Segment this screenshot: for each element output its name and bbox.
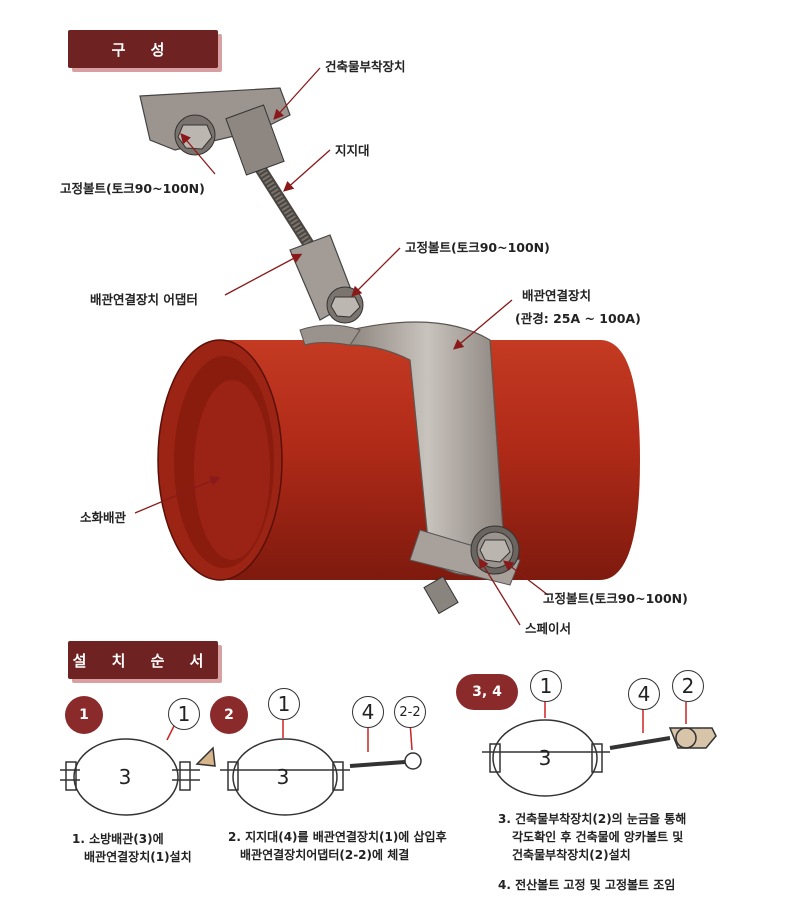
leader-lines	[134, 67, 549, 626]
d1-pipe-number: 3	[118, 765, 132, 789]
d2-adapter-number: 2-2	[394, 696, 426, 728]
d2-pipe-number: 3	[276, 765, 290, 789]
fire-pipe	[157, 339, 640, 581]
d2-rod-number: 4	[352, 696, 384, 728]
step-34-badge: 3, 4	[456, 674, 518, 710]
d2-ring-number: 1	[268, 688, 300, 720]
install-diagram-3	[482, 700, 717, 797]
step-1-badge: 1	[65, 696, 103, 734]
d3-ring-number: 1	[530, 670, 562, 702]
label-support-rod: 지지대	[335, 143, 370, 158]
step-4-text: 4. 전산볼트 고정 및 고정볼트 조임	[498, 876, 675, 894]
step-1-text: 1. 소방배관(3)에 배관연결장치(1)설치	[72, 830, 192, 866]
label-pipe-size: (관경: 25A ~ 100A)	[515, 311, 641, 326]
step-3-line-2: 각도확인 후 건축물에 앙카볼트 및	[512, 830, 684, 844]
step-3-text: 3. 건축물부착장치(2)의 눈금을 통해 각도확인 후 건축물에 앙카볼트 및…	[498, 810, 686, 864]
building-mount	[139, 87, 291, 176]
d3-pipe-number: 3	[538, 746, 552, 770]
d1-ring-number: 1	[168, 698, 200, 730]
label-fire-pipe: 소화배관	[80, 510, 127, 525]
install-section-tab: 설 치 순 서	[68, 641, 218, 679]
composition-title: 구 성	[111, 40, 175, 59]
label-adapter: 배관연결장치 어댑터	[90, 292, 198, 307]
step-2-line-2: 배관연결장치어댑터(2-2)에 체결	[240, 848, 410, 862]
step-4-line-1: 4. 전산볼트 고정 및 고정볼트 조임	[498, 878, 676, 892]
step-2-badge: 2	[210, 696, 248, 734]
install-title: 설 치 순 서	[72, 651, 214, 670]
step-1-line-2: 배관연결장치(1)설치	[84, 850, 192, 864]
step-34-badge-text: 3, 4	[472, 684, 502, 700]
install-diagram-2	[220, 716, 422, 816]
step-1-badge-text: 1	[79, 707, 89, 723]
label-fix-bolt-top: 고정볼트(토크90~100N)	[60, 181, 205, 196]
step-2-text: 2. 지지대(4)를 배관연결장치(1)에 삽입후 배관연결장치어댑터(2-2)…	[228, 828, 447, 864]
label-fix-bolt-mid: 고정볼트(토크90~100N)	[405, 240, 550, 255]
step-1-line-1: 1. 소방배관(3)에	[72, 832, 164, 846]
d3-mount-number: 2	[672, 670, 704, 702]
step-2-line-1: 2. 지지대(4)를 배관연결장치(1)에 삽입후	[228, 830, 447, 844]
install-diagram-1	[60, 713, 216, 816]
composition-section-tab: 구 성	[68, 30, 218, 68]
step-3-line-3: 건축물부착장치(2)설치	[512, 848, 631, 862]
label-building-mount: 건축물부착장치	[325, 59, 406, 74]
step-3-line-1: 3. 건축물부착장치(2)의 눈금을 통해	[498, 812, 687, 826]
label-spacer: 스페이서	[525, 621, 572, 636]
pipe-adapter	[289, 234, 364, 324]
label-pipe-connector: 배관연결장치	[522, 288, 592, 303]
label-fix-bolt-bottom: 고정볼트(토크90~100N)	[543, 591, 688, 606]
d3-rod-number: 4	[628, 678, 660, 710]
step-2-badge-text: 2	[224, 707, 234, 723]
